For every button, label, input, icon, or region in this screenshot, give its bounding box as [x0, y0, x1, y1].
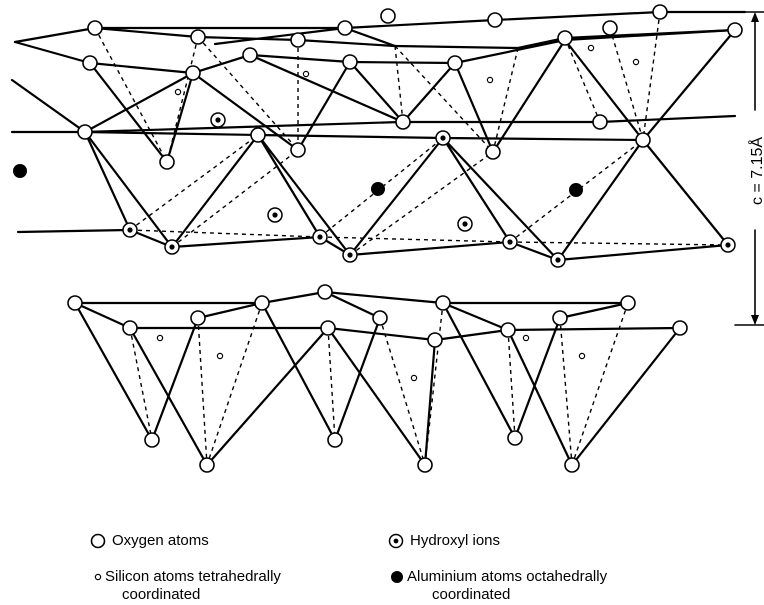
legend-hydroxyl: Hydroxyl ions — [388, 532, 500, 550]
legend-silicon: Silicon atoms tetrahedrally coordinated — [94, 568, 281, 604]
legend-silicon-label-line1: Silicon atoms tetrahedrally — [105, 568, 281, 585]
legend-aluminium-label-line1: Aluminium atoms octahedrally — [407, 568, 608, 585]
legend-hydroxyl-label: Hydroxyl ions — [410, 532, 501, 549]
silicon-atom-icon — [94, 573, 102, 581]
hydroxyl-ion-icon — [388, 533, 404, 549]
aluminium-atoms — [13, 164, 583, 197]
silicon-atoms — [156, 44, 640, 382]
c-dimension-marker: c = 7.15Å — [734, 11, 764, 326]
legend-silicon-label-line2: coordinated — [122, 586, 201, 603]
oxygen-atoms — [67, 4, 743, 473]
upper-layer — [10, 10, 747, 262]
legend-oxygen: Oxygen atoms — [90, 532, 209, 550]
lower-layer — [73, 290, 682, 467]
legend-aluminium: Aluminium atoms octahedrally coordinated — [390, 568, 607, 604]
c-dimension-label: c = 7.15Å — [747, 137, 764, 205]
legend-oxygen-label: Oxygen atoms — [112, 532, 209, 549]
oxygen-atom-icon — [90, 533, 106, 549]
legend-aluminium-label-line2: coordinated — [432, 586, 511, 603]
aluminium-atom-icon — [391, 571, 403, 584]
hydroxyl-ions — [122, 112, 736, 268]
